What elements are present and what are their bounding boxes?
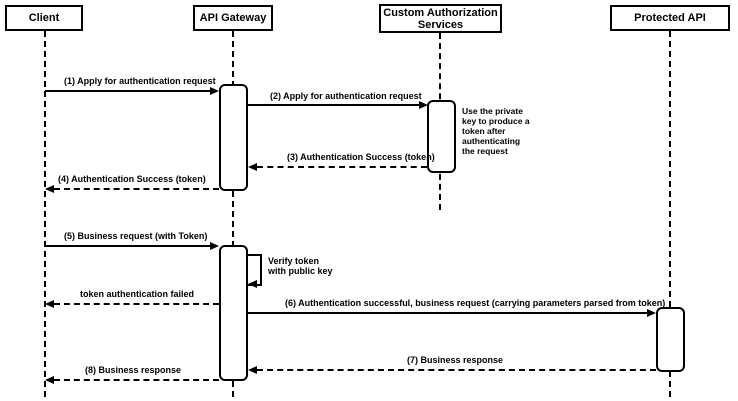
- participant-api-gateway: API Gateway: [193, 5, 273, 31]
- participant-api-gateway-label: API Gateway: [199, 12, 267, 24]
- message-4-arrowhead: [45, 185, 54, 193]
- message-token-failed-arrowhead: [45, 300, 54, 308]
- message-self-verify-label: Verify token with public key: [268, 256, 333, 276]
- message-7-arrowhead: [248, 366, 257, 374]
- message-3-arrowhead: [248, 163, 257, 171]
- message-1-line: [45, 90, 210, 92]
- message-4-line: [54, 188, 219, 190]
- message-5-label: (5) Business request (with Token): [64, 231, 208, 241]
- activation-protected-api: [656, 307, 685, 372]
- message-2-arrowhead: [419, 101, 428, 109]
- participant-custom-auth: Custom Authorization Services: [379, 4, 502, 33]
- participant-custom-auth-label: Custom Authorization Services: [383, 6, 498, 31]
- lifeline-client: [44, 31, 46, 397]
- lifeline-api-gateway: [232, 31, 234, 397]
- message-1-arrowhead: [210, 87, 219, 95]
- message-6-line: [248, 312, 647, 314]
- message-5-arrowhead: [210, 242, 219, 250]
- participant-protected-api: Protected API: [610, 5, 730, 31]
- message-3-label: (3) Authentication Success (token): [287, 152, 435, 162]
- message-7-line: [257, 369, 656, 371]
- message-6-arrowhead: [647, 309, 656, 317]
- participant-client-label: Client: [28, 12, 60, 24]
- lifeline-protected-api: [669, 31, 671, 397]
- message-8-line: [54, 379, 219, 381]
- participant-protected-api-label: Protected API: [634, 12, 706, 24]
- activation-api-gateway-1: [219, 84, 248, 191]
- message-self-verify-arrowhead: [248, 280, 257, 288]
- note-private-key: Use the private key to produce a token a…: [462, 106, 530, 156]
- message-7-label: (7) Business response: [407, 355, 504, 365]
- message-token-failed-label: token authentication failed: [80, 289, 195, 299]
- activation-custom-auth: [427, 100, 456, 173]
- message-8-label: (8) Business response: [85, 365, 182, 375]
- message-5-line: [45, 245, 210, 247]
- message-2-label: (2) Apply for authentication request: [270, 91, 422, 101]
- message-token-failed-line: [54, 303, 219, 305]
- message-1-label: (1) Apply for authentication request: [64, 76, 216, 86]
- message-3-line: [257, 166, 427, 168]
- activation-api-gateway-2: [219, 245, 248, 381]
- message-4-label: (4) Authentication Success (token): [58, 174, 206, 184]
- participant-client: Client: [5, 5, 83, 31]
- message-8-arrowhead: [45, 376, 54, 384]
- message-6-label: (6) Authentication successful, business …: [285, 298, 666, 308]
- message-2-line: [248, 104, 419, 106]
